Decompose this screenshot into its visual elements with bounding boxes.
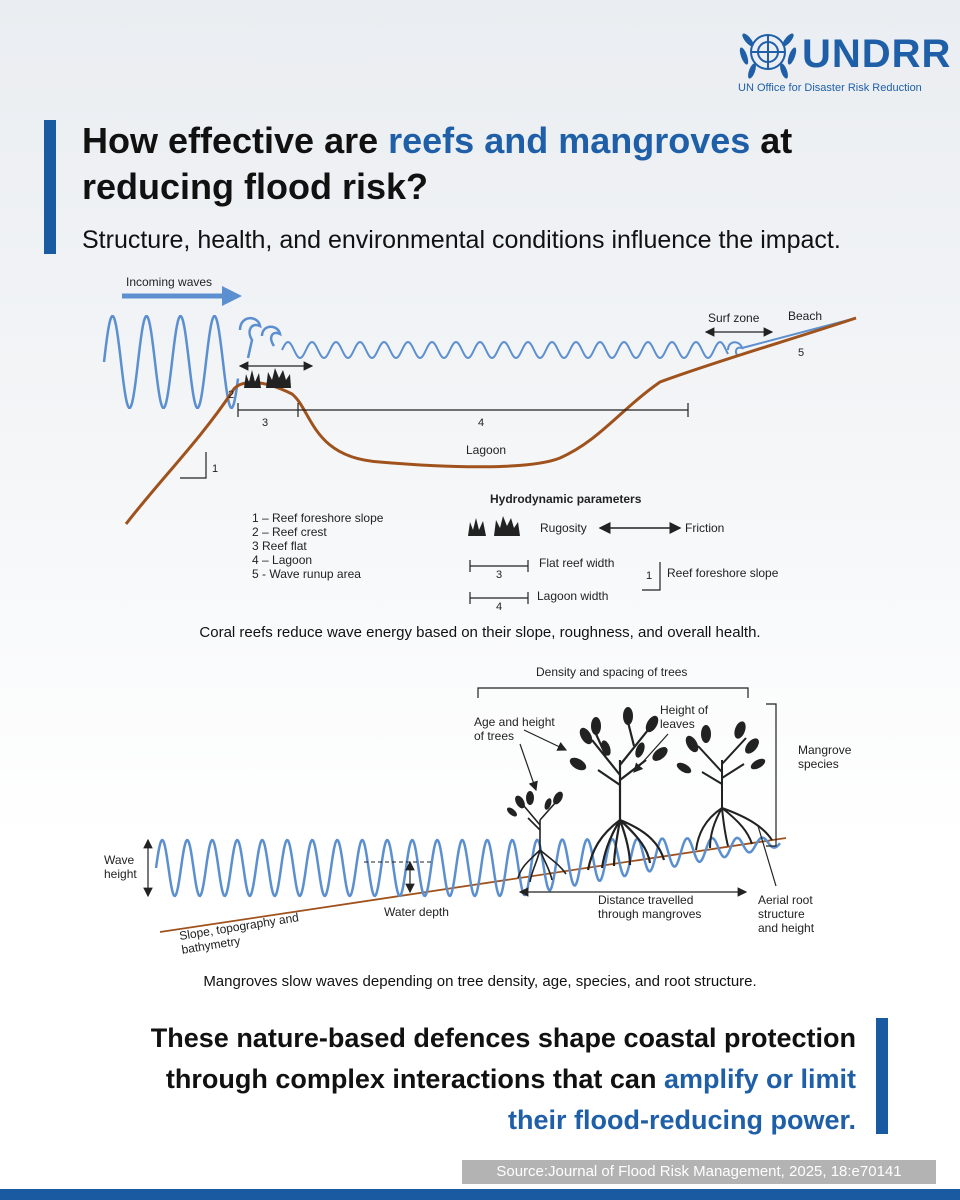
species-bracket <box>766 703 777 847</box>
reef-label-2: 2 <box>228 389 234 401</box>
distance-label-2: through mangroves <box>598 907 701 921</box>
mangrove-tree-large <box>569 707 668 871</box>
density-bracket <box>477 687 749 698</box>
closing-statement: These nature-based defences shape coasta… <box>100 1018 856 1141</box>
mangrove-wave-line <box>154 836 781 898</box>
bottom-accent-bar <box>0 1189 960 1200</box>
reef-caption: Coral reefs reduce wave energy based on … <box>199 624 761 641</box>
closing-accent-bar <box>876 1018 888 1134</box>
foreshore-slope-icon <box>642 562 661 591</box>
rugosity-label: Rugosity <box>540 521 587 535</box>
wave-height-label-2: height <box>104 867 137 881</box>
seabed-profile <box>124 316 857 525</box>
aerial-root-label-2: structure <box>758 907 805 921</box>
leaves-arrow <box>633 733 669 773</box>
age-arrow-1 <box>519 743 538 792</box>
params-label-1: 1 <box>646 570 652 582</box>
closing-highlight: amplify or limit their flood-reducing po… <box>507 1064 856 1135</box>
age-height-label: Age and height <box>474 715 555 729</box>
undrr-logo: UNDRR UN Office for Disaster Risk Reduct… <box>738 26 950 98</box>
mangrove-tree-small <box>507 791 567 883</box>
title-part-1: How effective are <box>82 120 389 161</box>
un-emblem-icon <box>739 33 797 79</box>
params-label-3: 3 <box>496 569 502 581</box>
species-label-2: species <box>798 757 839 771</box>
logo-name: UNDRR <box>802 32 952 76</box>
breaking-wave-1 <box>238 317 262 359</box>
reef-label-5: 5 <box>798 347 804 359</box>
breaking-wave-2 <box>260 325 282 347</box>
legend-item: 4 – Lagoon <box>252 553 312 567</box>
beach-label: Beach <box>788 309 822 323</box>
legend-item: 1 – Reef foreshore slope <box>252 511 384 525</box>
title-accent-bar <box>44 120 56 254</box>
reef-legend: 1 – Reef foreshore slope 2 – Reef crest … <box>252 511 384 581</box>
closing-part-1: These nature-based defences shape coasta… <box>150 1023 856 1094</box>
incoming-waves-label: Incoming waves <box>126 275 212 289</box>
reef-label-4: 4 <box>478 417 484 429</box>
title-part-2: at reducing flood risk? <box>82 120 793 207</box>
params-label-4: 4 <box>496 601 502 613</box>
mangrove-caption: Mangroves slow waves depending on tree d… <box>203 973 757 990</box>
water-depth-label: Water depth <box>384 905 449 919</box>
lagoon-label: Lagoon <box>466 443 506 457</box>
friction-label: Friction <box>685 521 724 535</box>
reef-label-3: 3 <box>262 417 268 429</box>
params-title: Hydrodynamic parameters <box>490 492 642 506</box>
wave-height-label: Wave <box>104 853 135 867</box>
density-label: Density and spacing of trees <box>536 665 687 679</box>
legend-item: 3 Reef flat <box>252 539 307 553</box>
page-title: How effective are reefs and mangroves at… <box>82 118 882 210</box>
age-arrow-2 <box>523 729 568 751</box>
mangrove-diagram: Density and spacing of trees <box>104 665 852 957</box>
rugosity-icon <box>468 516 520 536</box>
incoming-wave-line <box>102 314 240 410</box>
age-height-label-2: of trees <box>474 729 514 743</box>
surf-zone-label: Surf zone <box>708 311 760 325</box>
page-subtitle: Structure, health, and environmental con… <box>82 226 841 254</box>
legend-item: 5 - Wave runup area <box>252 567 361 581</box>
reef-crest-corals <box>244 368 291 388</box>
foreshore-slope-label: Reef foreshore slope <box>667 566 779 580</box>
aerial-root-pointer <box>757 825 777 887</box>
lagoon-wave-line <box>281 340 729 360</box>
flat-reef-width-label: Flat reef width <box>539 556 614 570</box>
title-highlight: reefs and mangroves <box>388 120 751 161</box>
logo-subtitle: UN Office for Disaster Risk Reduction <box>738 82 922 94</box>
slope-marker <box>180 452 207 479</box>
reef-label-1: 1 <box>212 463 218 475</box>
reef-diagram: Incoming waves 2 3 4 Lagoon 1 Surf zone … <box>102 275 857 613</box>
mangrove-tree-right <box>676 721 773 851</box>
aerial-root-label-3: and height <box>758 921 815 935</box>
species-label: Mangrove <box>798 743 852 757</box>
distance-label: Distance travelled <box>598 893 693 907</box>
incoming-waves-arrowhead <box>222 286 242 306</box>
legend-item: 2 – Reef crest <box>252 525 327 539</box>
height-leaves-label-2: leaves <box>660 717 695 731</box>
aerial-root-label: Aerial root <box>758 893 813 907</box>
source-citation: Source:Journal of Flood Risk Management,… <box>462 1160 936 1184</box>
lagoon-width-label: Lagoon width <box>537 589 608 603</box>
height-leaves-label: Height of <box>660 703 709 717</box>
